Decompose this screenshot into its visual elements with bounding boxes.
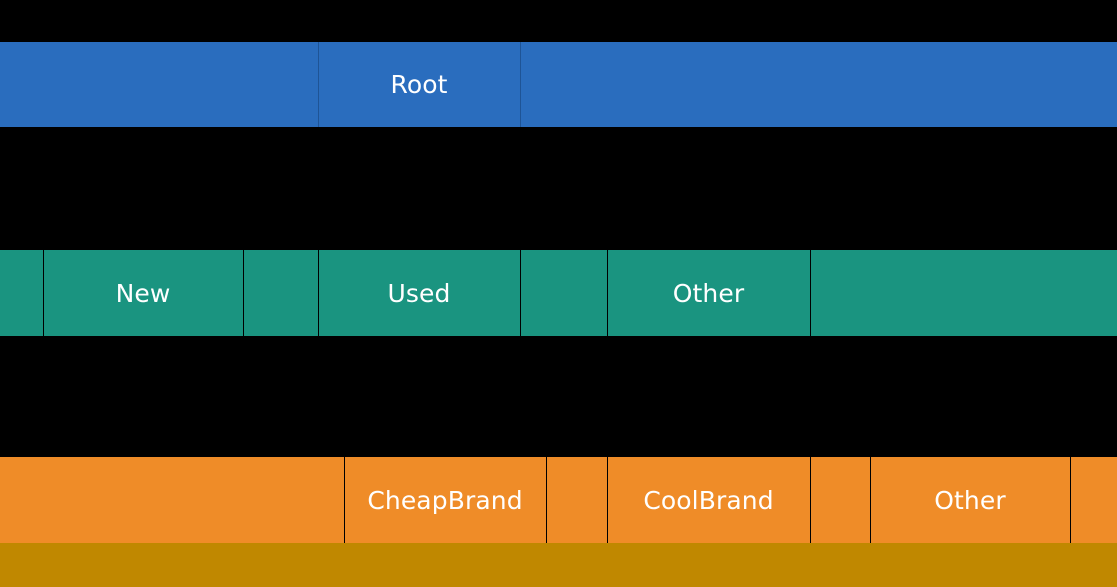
icicle-node-separator — [607, 457, 608, 543]
icicle-node-used[interactable]: Used — [318, 250, 520, 336]
icicle-node-separator — [243, 250, 244, 336]
icicle-node-unlabeled[interactable] — [810, 457, 870, 543]
icicle-level-condition: New Used Other — [0, 250, 1117, 336]
icicle-node-unlabeled[interactable] — [243, 250, 318, 336]
icicle-node-unlabeled[interactable] — [1070, 457, 1117, 543]
icicle-node-label: Used — [387, 278, 451, 308]
icicle-node-separator — [810, 457, 811, 543]
icicle-level-leaf — [0, 543, 1117, 587]
icicle-node-unlabeled[interactable] — [546, 457, 607, 543]
icicle-node-separator — [318, 42, 319, 127]
icicle-node-separator — [810, 250, 811, 336]
icicle-node-other[interactable]: Other — [607, 250, 810, 336]
icicle-node-unlabeled[interactable] — [520, 42, 1117, 127]
icicle-node-separator — [43, 250, 44, 336]
icicle-node-unlabeled[interactable] — [810, 250, 1117, 336]
icicle-level-root: Root — [0, 42, 1117, 127]
icicle-node-separator — [1070, 457, 1071, 543]
icicle-node-new[interactable]: New — [43, 250, 243, 336]
icicle-node-cheapbrand[interactable]: CheapBrand — [344, 457, 546, 543]
icicle-node-unlabeled[interactable] — [0, 457, 344, 543]
icicle-node-separator — [607, 250, 608, 336]
icicle-node-unlabeled[interactable] — [0, 543, 1117, 587]
icicle-node-coolbrand[interactable]: CoolBrand — [607, 457, 810, 543]
icicle-node-label: New — [115, 278, 171, 308]
icicle-node-separator — [318, 250, 319, 336]
icicle-node-label: Root — [390, 70, 448, 99]
icicle-node-separator — [520, 250, 521, 336]
icicle-node-root[interactable]: Root — [318, 42, 520, 127]
icicle-node-separator — [870, 457, 871, 543]
icicle-node-separator — [344, 457, 345, 543]
icicle-node-unlabeled[interactable] — [0, 42, 318, 127]
icicle-node-label: Other — [672, 278, 745, 308]
icicle-level-brand: CheapBrand CoolBrand Other — [0, 457, 1117, 543]
icicle-node-label: CheapBrand — [367, 485, 523, 515]
icicle-node-separator — [520, 42, 521, 127]
icicle-node-label: CoolBrand — [643, 485, 774, 515]
icicle-node-other[interactable]: Other — [870, 457, 1070, 543]
icicle-node-unlabeled[interactable] — [0, 250, 43, 336]
icicle-node-unlabeled[interactable] — [520, 250, 607, 336]
icicle-node-separator — [546, 457, 547, 543]
icicle-node-label: Other — [934, 485, 1006, 515]
